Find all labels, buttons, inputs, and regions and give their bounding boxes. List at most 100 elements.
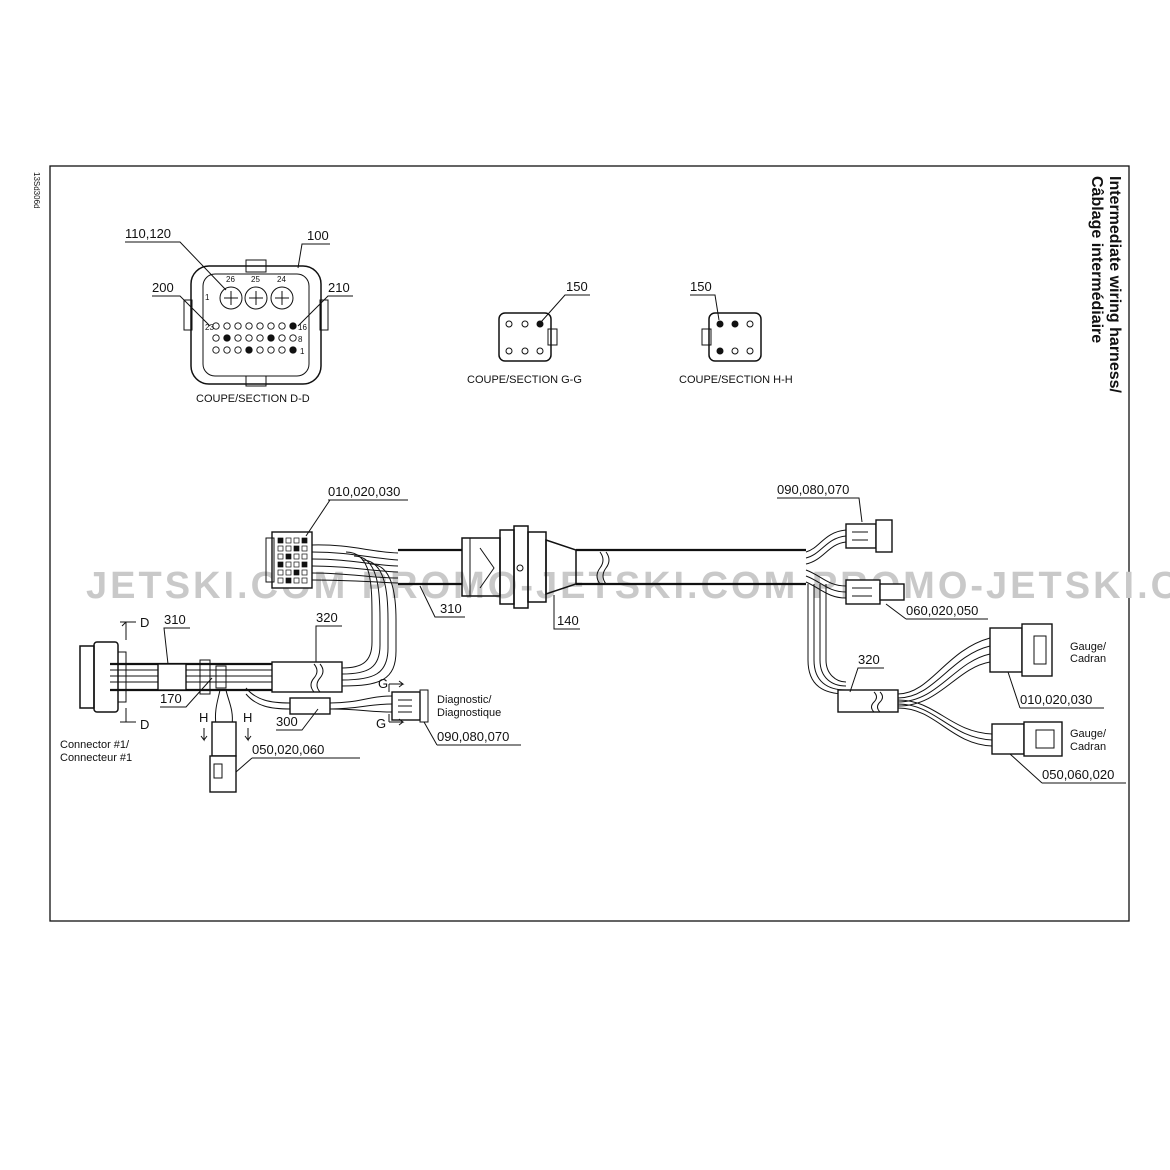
section-gg-caption: COUPE/SECTION G-G — [467, 374, 582, 386]
callout-010-020-030-gauge: 010,020,030 — [1020, 692, 1092, 707]
diagnostic-label-en: Diagnostic/ — [437, 694, 492, 706]
callout-050-020-060: 050,020,060 — [252, 742, 324, 757]
connector-cavity — [285, 537, 292, 544]
section-hh-connector — [701, 312, 762, 362]
pin-23: 23 — [205, 323, 214, 332]
main-harness-sleeve — [398, 548, 806, 586]
connector-pin — [212, 346, 220, 354]
section-d-top: D — [140, 615, 149, 630]
connector-1 — [79, 641, 227, 713]
connector-cavity — [285, 561, 292, 568]
connector-cavity — [301, 561, 308, 568]
callout-060-020-050: 060,020,050 — [906, 603, 978, 618]
connector-cavity — [301, 569, 308, 576]
diagnostic-branch — [245, 687, 429, 723]
pin-1-top: 1 — [205, 293, 210, 302]
connector-pin — [278, 322, 286, 330]
connector-pin — [267, 322, 275, 330]
connector-pin — [223, 334, 231, 342]
gauge2-label-fr: Cadran — [1070, 741, 1106, 753]
connector-pin — [234, 322, 242, 330]
connector-cavity — [277, 577, 284, 584]
callout-320-left: 320 — [316, 610, 338, 625]
hh-branch — [209, 689, 237, 793]
section-d-bottom: D — [140, 717, 149, 732]
left-harness — [110, 551, 397, 693]
connector-cavity — [293, 561, 300, 568]
connector-pin — [256, 346, 264, 354]
connector-cavity — [293, 569, 300, 576]
connector-cavity — [277, 537, 284, 544]
pin-1-bottom: 1 — [300, 347, 305, 356]
callout-110-120: 110,120 — [125, 226, 171, 241]
section-gg-connector — [498, 312, 558, 362]
doc-code: 13Sd306d — [32, 172, 41, 208]
pin-25: 25 — [251, 275, 260, 284]
connector-pin — [256, 322, 264, 330]
connector-cavity — [277, 561, 284, 568]
callout-170: 170 — [160, 691, 182, 706]
connector-cavity — [301, 553, 308, 560]
section-dd-connector — [183, 259, 329, 387]
connector-pin — [289, 322, 297, 330]
watermark: JETSKI.COM PROMO-JETSKI.COM PROMO-JETSKI… — [86, 565, 1170, 607]
connector-pin — [245, 322, 253, 330]
connector-cavity — [293, 553, 300, 560]
section-h-left: H — [199, 710, 208, 725]
diagnostic-label-fr: Diagnostique — [437, 707, 501, 719]
connector-cavity — [301, 537, 308, 544]
pin-26: 26 — [226, 275, 235, 284]
connector-cavity — [285, 553, 292, 560]
connector-cavity — [293, 545, 300, 552]
connector-pin — [278, 346, 286, 354]
gauge1-label-en: Gauge/ — [1070, 641, 1107, 653]
connector-pin — [289, 346, 297, 354]
connector-pin — [212, 322, 220, 330]
pin-16: 16 — [298, 323, 307, 332]
grommet — [461, 525, 577, 609]
gauge1-label-fr: Cadran — [1070, 653, 1106, 665]
connector-pin — [267, 334, 275, 342]
connector-cavity — [285, 545, 292, 552]
callout-310-left: 310 — [164, 612, 186, 627]
callout-300: 300 — [276, 714, 298, 729]
connector1-label-fr: Connecteur #1 — [60, 752, 132, 764]
callout-210: 210 — [328, 280, 350, 295]
connector-060-020-050 — [845, 579, 905, 605]
connector-pin — [234, 334, 242, 342]
connector-cavity — [301, 577, 308, 584]
callout-090-080-070-top: 090,080,070 — [777, 482, 849, 497]
callout-320-right: 320 — [858, 652, 880, 667]
section-dd-caption: COUPE/SECTION D-D — [196, 393, 310, 405]
connector-cavity — [277, 553, 284, 560]
gauge-connector-2 — [991, 721, 1063, 757]
section-hh-caption: COUPE/SECTION H-H — [679, 374, 793, 386]
right-harness — [807, 584, 993, 747]
connector-pin — [223, 322, 231, 330]
connector-pin — [278, 334, 286, 342]
connector-pin — [223, 346, 231, 354]
callout-090-080-070-diag: 090,080,070 — [437, 729, 509, 744]
gauge-connector-1 — [989, 623, 1053, 677]
connector-cavity — [285, 577, 292, 584]
callout-050-060-020: 050,060,020 — [1042, 767, 1114, 782]
connector-pin — [289, 334, 297, 342]
connector-cavity — [293, 577, 300, 584]
connector-010-020-030-top — [265, 531, 313, 589]
section-g-bottom: G — [376, 716, 386, 731]
connector-cavity — [277, 569, 284, 576]
connector-pin — [245, 334, 253, 342]
connector1-label-en: Connector #1/ — [60, 739, 130, 751]
connector-pin — [234, 346, 242, 354]
connector-pin — [212, 334, 220, 342]
section-g-top: G — [378, 676, 388, 691]
callout-150-hh: 150 — [690, 279, 712, 294]
title-line1: Intermediate wiring harness/ — [1106, 176, 1123, 394]
title-line2: Câblage intermédiaire — [1088, 176, 1105, 343]
drawing-frame — [49, 165, 1130, 922]
connector-pin — [245, 346, 253, 354]
connector-cavity — [285, 569, 292, 576]
connector-cavity — [301, 545, 308, 552]
callout-140: 140 — [557, 613, 579, 628]
